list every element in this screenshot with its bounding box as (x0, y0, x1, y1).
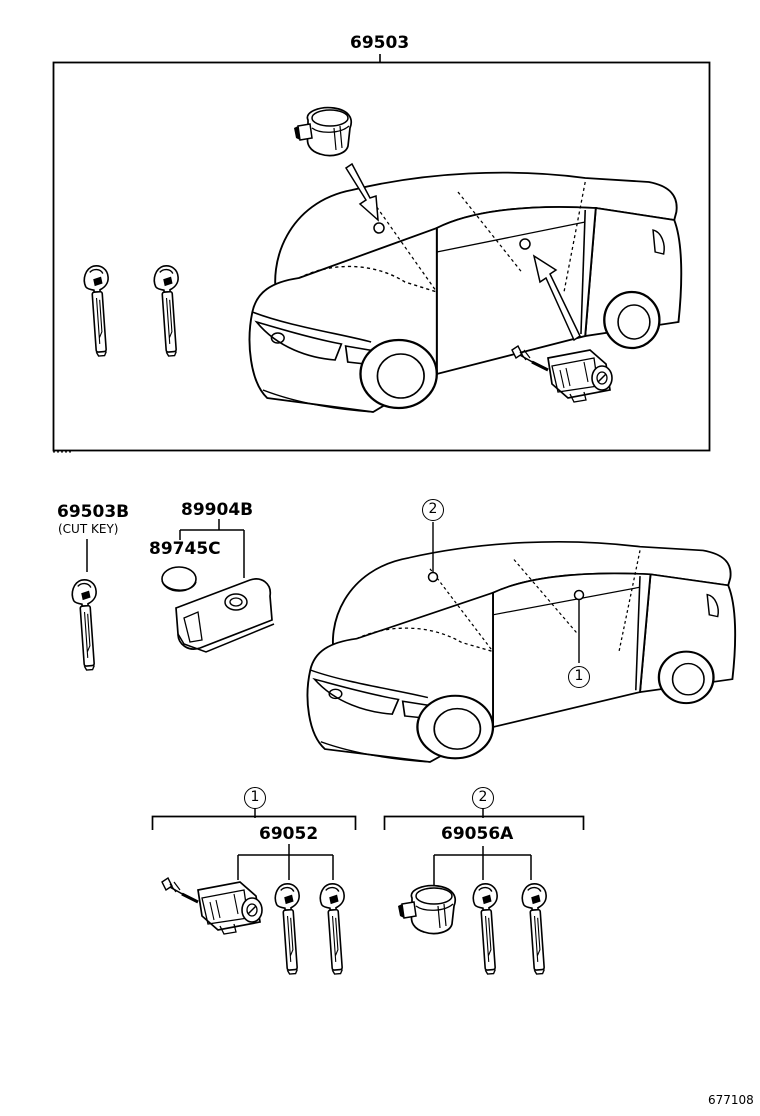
trunk-lock-cylinder-top (293, 106, 353, 157)
door-location-marker: 1 (568, 666, 590, 688)
pointer-arrow-trunk (344, 162, 385, 234)
trunk-lock-cylinder (397, 884, 457, 935)
cut-key (70, 578, 103, 672)
trunk-set-part-number: 69056A (441, 824, 514, 844)
remote-key-part-number: 89904B (181, 500, 254, 520)
door-set-marker: 1 (244, 787, 266, 809)
door-lock-cylinder-top (510, 344, 614, 404)
assembly-frame (52, 54, 711, 453)
door-set-key-2 (318, 882, 351, 976)
assembly-part-number: 69503 (350, 33, 410, 53)
remote-key-fob (175, 578, 275, 653)
key-top-1 (82, 264, 115, 358)
remote-key-leaders (179, 519, 245, 578)
battery-coin (161, 566, 197, 592)
trunk-location-marker: 2 (422, 499, 444, 521)
door-set-part-number: 69052 (259, 824, 319, 844)
door-lock-cylinder (160, 876, 264, 936)
car-illustration-locations (306, 540, 737, 764)
illustration-id: 677108 (708, 1093, 754, 1107)
cut-key-note: (CUT KEY) (58, 522, 119, 536)
trunk-set-key-2 (520, 882, 553, 976)
key-top-2 (152, 264, 185, 358)
door-set-bracket (151, 808, 357, 880)
battery-part-number: 89745C (149, 539, 221, 559)
location-markers (427, 522, 585, 663)
cut-key-part-number: 69503B (57, 502, 130, 522)
trunk-set-marker: 2 (472, 787, 494, 809)
trunk-set-bracket (383, 808, 585, 888)
car-illustration-top (248, 171, 683, 414)
pointer-arrow-door (519, 238, 581, 342)
trunk-set-key-1 (471, 882, 504, 976)
door-set-key-1 (273, 882, 306, 976)
